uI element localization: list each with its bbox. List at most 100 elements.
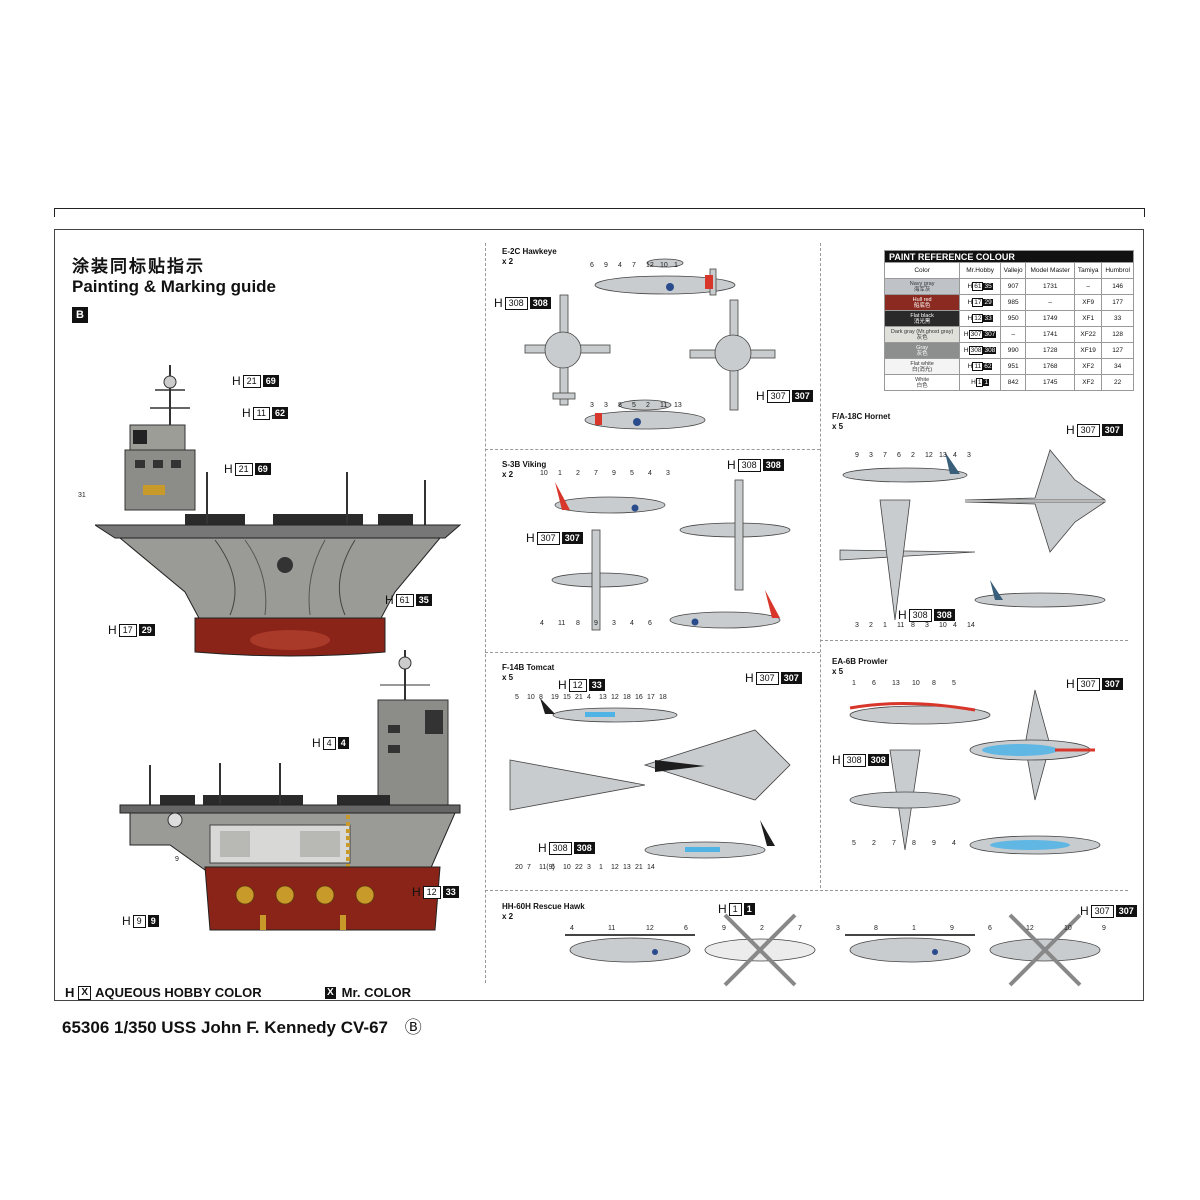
s3b-callout-number: 4 <box>540 620 544 627</box>
hh60-callout-number: 4 <box>570 925 574 932</box>
e2c-callout-number: 6 <box>590 262 594 269</box>
f14-callout-number: 10 <box>527 694 535 701</box>
f14-callout-number: 1 <box>599 864 603 871</box>
e2c-callout-number: 7 <box>632 262 636 269</box>
s3b-callout-number: 2 <box>576 470 580 477</box>
s3b-callout-number: 10 <box>540 470 548 477</box>
callout-number-stern: 9 <box>175 856 179 863</box>
fa18-callout-number: 10 <box>939 622 947 629</box>
fa18-title: F/A-18C Hornet x 5 <box>832 412 891 431</box>
e2c-callout-number: 2 <box>646 402 650 409</box>
hh60-callout-number: 8 <box>874 925 878 932</box>
fa18-callout-number: 4 <box>953 622 957 629</box>
fa18-callout-number: 3 <box>925 622 929 629</box>
f14-callout-number: 5 <box>515 694 519 701</box>
fa18-callout-number: 2 <box>911 452 915 459</box>
fa18-callout-number: 6 <box>897 452 901 459</box>
ea6b-callout-number: 5 <box>852 840 856 847</box>
e2c-callout-number: 12 <box>646 262 654 269</box>
f14-callout-number: 4 <box>587 694 591 701</box>
column-divider-left <box>485 243 486 983</box>
e2c-callout-number: 8 <box>618 402 622 409</box>
f14-callout-number: 11(9) <box>539 864 555 871</box>
f14-title: F-14B Tomcat x 5 <box>502 663 555 682</box>
row-divider-3 <box>820 640 1128 641</box>
e2c-callout-number: 9 <box>604 262 608 269</box>
legend-mr-color: X Mr. COLOR <box>325 985 412 1000</box>
f14-callout-number: 10 <box>563 864 571 871</box>
sheet-badge: B <box>72 307 88 323</box>
paint-reference-table: PAINT REFERENCE COLOUR Color Mr.Hobby Va… <box>883 250 1134 391</box>
e2c-callout-number: 5 <box>632 402 636 409</box>
hh60-callout-number: 1 <box>912 925 916 932</box>
hh60-callout-number: 12 <box>1026 925 1034 932</box>
legend-aqueous: H X AQUEOUS HOBBY COLOR <box>65 985 262 1000</box>
e2c-callout-number: 13 <box>674 402 682 409</box>
s3b-callout-number: 9 <box>612 470 616 477</box>
ea6b-callout-number: 1 <box>852 680 856 687</box>
ea6b-callout-number: 13 <box>892 680 900 687</box>
fa18-callout-number: 4 <box>953 452 957 459</box>
ea6b-callout-number: 8 <box>932 680 936 687</box>
ea6b-callout-number: 7 <box>892 840 896 847</box>
s3b-callout-number: 7 <box>594 470 598 477</box>
fa18-callout-number: 1 <box>883 622 887 629</box>
s3b-callout-number: 6 <box>648 620 652 627</box>
s3b-callout-number: 4 <box>648 470 652 477</box>
f14-callout-number: 19 <box>551 694 559 701</box>
fa18-callout-number: 3 <box>855 622 859 629</box>
ea6b-callout-number: 8 <box>912 840 916 847</box>
e2c-callout-number: 3 <box>590 402 594 409</box>
ea6b-callout-number: 2 <box>872 840 876 847</box>
hh60-callout-number: 9 <box>1102 925 1106 932</box>
hh60-callout-number: 7 <box>798 925 802 932</box>
fa18-callout-number: 3 <box>869 452 873 459</box>
f14-callout-number: 17 <box>647 694 655 701</box>
hh60-callout-number: 9 <box>950 925 954 932</box>
f14-callout-number: 7 <box>527 864 531 871</box>
hh60-callout-number: 2 <box>760 925 764 932</box>
column-divider-right <box>820 243 821 888</box>
row-divider-4 <box>485 890 1128 891</box>
s3b-callout-number: 8 <box>576 620 580 627</box>
fa18-callout-number: 8 <box>911 622 915 629</box>
row-divider-1 <box>485 449 820 450</box>
e2c-callout-number: 10 <box>660 262 668 269</box>
fa18-callout-number: 9 <box>855 452 859 459</box>
f14-callout-number: 18 <box>659 694 667 701</box>
top-rule <box>54 208 1145 217</box>
f14-callout-number: 12 <box>611 864 619 871</box>
s3b-callout-number: 4 <box>630 620 634 627</box>
s3b-callout-number: 5 <box>630 470 634 477</box>
f14-callout-number: 14 <box>647 864 655 871</box>
f14-callout-number: 16 <box>635 694 643 701</box>
paint-table-header: Color Mr.Hobby Vallejo Model Master Tami… <box>883 262 1134 279</box>
f14-callout-number: 6 <box>551 864 555 871</box>
fa18-callout-number: 13 <box>939 452 947 459</box>
s3b-callout-number: 11 <box>558 620 566 627</box>
